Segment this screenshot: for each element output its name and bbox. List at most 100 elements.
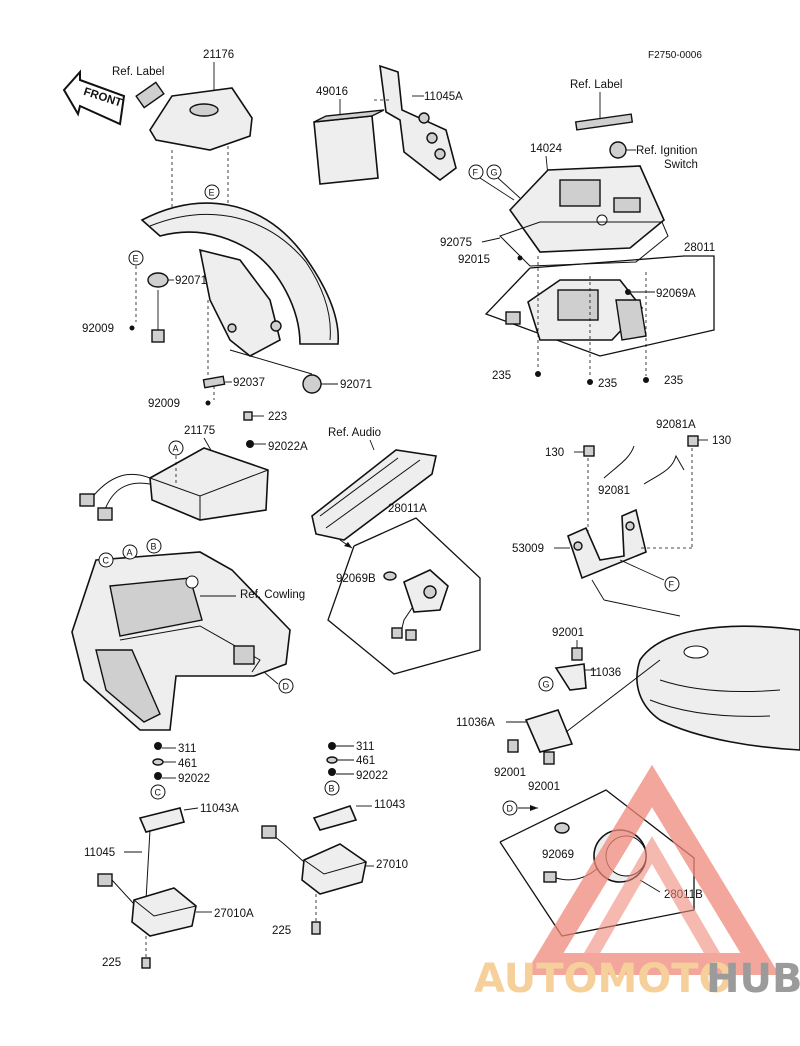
part-225-label-a: 225 bbox=[102, 957, 121, 969]
part-11045a-label: 11045A bbox=[424, 91, 463, 103]
part-92081-label: 92081 bbox=[598, 485, 630, 497]
front-arrow: FRONT bbox=[62, 69, 126, 126]
svg-text:B: B bbox=[329, 784, 335, 794]
part-92071-grommet-a bbox=[147, 272, 169, 288]
svg-text:A: A bbox=[127, 548, 133, 558]
circle-g2: G bbox=[538, 676, 554, 692]
part-11043a-bracket bbox=[138, 807, 185, 833]
circle-b3: B bbox=[324, 780, 340, 796]
part-92069b-label: 92069B bbox=[336, 573, 376, 585]
svg-text:F: F bbox=[669, 580, 675, 590]
part-92009-label-b: 92009 bbox=[148, 398, 180, 410]
part-14024-label: 14024 bbox=[530, 143, 563, 155]
part-92009-label-a: 92009 bbox=[82, 323, 114, 335]
part-92001-label-a: 92001 bbox=[552, 627, 584, 639]
part-92071-label-b: 92071 bbox=[340, 379, 372, 391]
ref-ignition-line1: Ref. Ignition bbox=[636, 145, 697, 157]
watermark-text-main: AUTOMOTO bbox=[474, 956, 733, 1002]
watermark-text-hub: HUB bbox=[706, 956, 800, 1002]
part-11043-label: 11043 bbox=[374, 799, 405, 811]
part-28011-meter-unit bbox=[505, 279, 647, 341]
part-11045-label: 11045 bbox=[84, 847, 115, 859]
part-311-label-a: 311 bbox=[178, 743, 196, 755]
part-21176-label: 21176 bbox=[203, 49, 234, 61]
part-225-label-b: 225 bbox=[272, 925, 291, 937]
part-92071-label-a: 92071 bbox=[175, 275, 207, 287]
ref-label-sticker-right bbox=[574, 113, 634, 131]
ref-audio-label: Ref. Audio bbox=[328, 427, 381, 439]
part-92069-label: 92069 bbox=[542, 849, 574, 861]
part-53009-label: 53009 bbox=[512, 543, 544, 555]
ref-label-right: Ref. Label bbox=[570, 79, 622, 91]
ref-cowling-label: Ref. Cowling bbox=[240, 589, 305, 601]
part-130-label-a: 130 bbox=[545, 447, 564, 459]
part-92022a-label: 92022A bbox=[268, 441, 308, 453]
part-28011a-switch bbox=[391, 569, 449, 641]
part-235-label-b: 235 bbox=[598, 378, 617, 390]
svg-text:E: E bbox=[133, 254, 139, 264]
part-92075-gasket bbox=[499, 221, 669, 267]
part-235-label-a: 235 bbox=[492, 370, 511, 382]
part-27010a-label: 27010A bbox=[214, 908, 254, 920]
part-21175-unit bbox=[79, 447, 269, 521]
part-130-label-b: 130 bbox=[712, 435, 731, 447]
ref-label-sticker-left bbox=[135, 81, 165, 109]
circle-f2: F bbox=[664, 576, 680, 592]
part-28011-outline bbox=[484, 255, 715, 357]
part-28011-label: 28011 bbox=[684, 242, 715, 254]
svg-text:B: B bbox=[151, 542, 157, 552]
ignition-switch-icon bbox=[609, 141, 627, 159]
part-461-label-b: 461 bbox=[356, 755, 375, 767]
circle-c2: C bbox=[98, 552, 114, 568]
part-49016-label: 49016 bbox=[316, 86, 348, 98]
part-11036-label: 11036 bbox=[590, 667, 621, 679]
svg-text:D: D bbox=[283, 682, 290, 692]
circle-e1: E bbox=[204, 184, 220, 200]
part-clip bbox=[151, 329, 165, 343]
part-27010-relay bbox=[261, 825, 367, 895]
svg-text:E: E bbox=[209, 188, 215, 198]
svg-text:D: D bbox=[507, 804, 514, 814]
ref-audio-unit bbox=[311, 449, 437, 541]
circle-e2: E bbox=[128, 250, 144, 266]
document-code: F2750-0006 bbox=[648, 50, 702, 61]
svg-text:C: C bbox=[103, 556, 110, 566]
ref-label-left: Ref. Label bbox=[112, 66, 164, 78]
part-49016-box bbox=[313, 109, 385, 185]
circle-f1: F bbox=[468, 164, 484, 180]
part-21175-label: 21175 bbox=[184, 425, 215, 437]
svg-text:G: G bbox=[543, 680, 550, 690]
svg-text:G: G bbox=[491, 168, 498, 178]
svg-text:C: C bbox=[155, 788, 162, 798]
cowling-assembly bbox=[71, 551, 291, 731]
automotohub-watermark: AUTOMOTO HUB bbox=[474, 764, 800, 1002]
part-92001-label-c: 92001 bbox=[528, 781, 560, 793]
part-92075-label: 92075 bbox=[440, 237, 472, 249]
part-11043-bracket bbox=[312, 805, 358, 831]
part-28011b-outline bbox=[499, 789, 695, 937]
circle-a2: A bbox=[122, 544, 138, 560]
part-11045a-bracket bbox=[374, 64, 457, 182]
part-11036a-label: 11036A bbox=[456, 717, 495, 729]
circle-b2: B bbox=[146, 538, 162, 554]
part-11043a-label: 11043A bbox=[200, 803, 239, 815]
circle-a1: A bbox=[168, 440, 184, 456]
circle-d1: D bbox=[278, 678, 294, 694]
part-11036a-bracket bbox=[524, 709, 574, 753]
part-11036-clamp bbox=[554, 663, 587, 691]
fuel-tank bbox=[636, 625, 800, 751]
svg-text:F: F bbox=[473, 168, 479, 178]
svg-text:A: A bbox=[173, 444, 179, 454]
part-92022-label-a: 92022 bbox=[178, 773, 210, 785]
ref-ignition-line2: Switch bbox=[664, 159, 698, 171]
part-311-label-b: 311 bbox=[356, 741, 374, 753]
part-92022-label-b: 92022 bbox=[356, 770, 388, 782]
part-92037-clip bbox=[202, 375, 226, 389]
part-92037-label: 92037 bbox=[233, 377, 265, 389]
part-53009-bracket bbox=[567, 508, 647, 580]
part-235-label-c: 235 bbox=[664, 375, 683, 387]
part-92069a-label: 92069A bbox=[656, 288, 696, 300]
part-27010-label: 27010 bbox=[376, 859, 408, 871]
part-92071-grommet-b bbox=[302, 374, 322, 394]
